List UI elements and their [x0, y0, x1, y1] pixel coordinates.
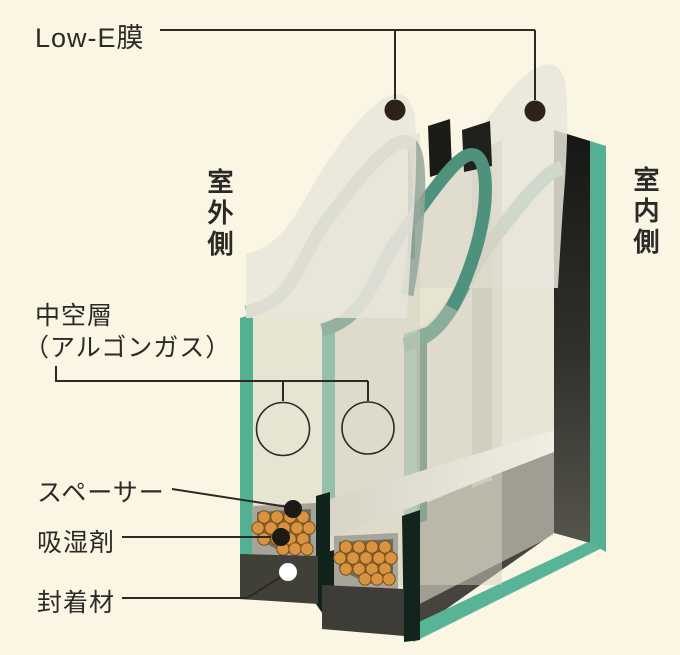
- desiccant-bead: [290, 521, 304, 535]
- desiccant-bead: [339, 562, 353, 576]
- glass-top-edge-dark-2: [428, 119, 452, 177]
- argon-gas-marker-2: [341, 401, 395, 455]
- marker-dot-low-e-2: [524, 100, 546, 122]
- desiccant-bead: [302, 521, 316, 535]
- spacer-label: スペーサー: [37, 479, 165, 507]
- desiccant-bead: [264, 521, 278, 535]
- desiccant-bead: [358, 572, 372, 586]
- desiccant-bead: [288, 542, 302, 556]
- air-layer-sub-label: （アルゴンガス）: [24, 334, 232, 362]
- desiccant-bead: [352, 562, 366, 576]
- leader-lines: [55, 29, 546, 599]
- desiccant-bead: [346, 551, 360, 565]
- glass-edge-outer-left: [240, 314, 253, 560]
- desiccant-bead: [352, 540, 366, 554]
- desiccant-bead: [365, 540, 379, 554]
- desiccant-bead: [359, 551, 373, 565]
- marker-dot-low-e-1: [384, 99, 406, 121]
- desiccant-bead: [339, 540, 353, 554]
- indoor-side-label: 室内側: [630, 166, 660, 259]
- marker-dot-sealant: [279, 563, 297, 581]
- desiccant-bead: [370, 572, 384, 586]
- desiccant-bead: [257, 510, 271, 524]
- glass-edge-bottom: [402, 542, 602, 642]
- desiccant-bead: [333, 551, 347, 565]
- desiccant-label: 吸湿剤: [37, 529, 116, 557]
- sealant-label: 封着材: [37, 589, 116, 617]
- leader-low-e: [160, 29, 536, 100]
- desiccant-bead: [300, 542, 314, 556]
- inner-pane-bottom-dark: [402, 510, 420, 642]
- marker-dot-spacer: [284, 500, 302, 518]
- leader-sealant: [122, 574, 285, 599]
- desiccant-bead: [382, 572, 396, 586]
- desiccant-bead: [384, 551, 398, 565]
- glass-edge-right: [590, 141, 606, 552]
- leader-air-layer: [55, 366, 369, 401]
- bottom-frame-assembly: [240, 430, 554, 642]
- low-e-film-sheet-outer: [246, 94, 417, 318]
- desiccant-bead: [251, 521, 265, 535]
- desiccant-bead: [270, 510, 284, 524]
- low-e-film-label: Low-E膜: [35, 23, 145, 53]
- argon-gas-marker-1: [255, 401, 311, 457]
- desiccant-bead: [378, 540, 392, 554]
- pane-side-dark: [554, 130, 590, 543]
- leader-spacer: [171, 488, 289, 508]
- desiccant-beads-2: [333, 540, 398, 586]
- air-layer-label: 中空層: [35, 302, 114, 330]
- sealant-front-2: [322, 585, 404, 636]
- desiccant-bead: [257, 532, 271, 546]
- outdoor-side-label: 室外側: [204, 168, 234, 261]
- desiccant-bead: [372, 551, 386, 565]
- marker-dot-desiccant: [272, 528, 290, 546]
- outer-pane: [240, 94, 426, 600]
